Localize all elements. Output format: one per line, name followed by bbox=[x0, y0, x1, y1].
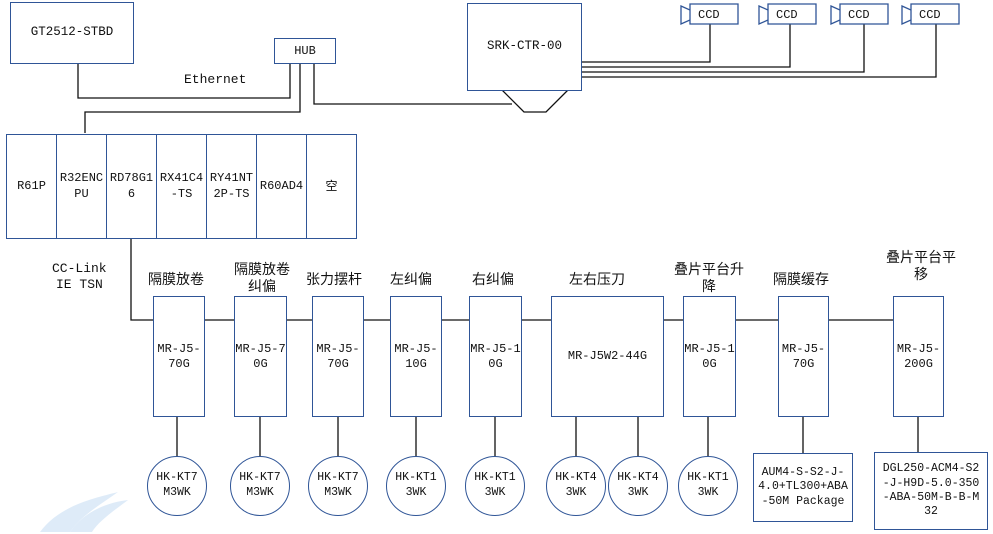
gt-hmi-box: GT2512-STBD bbox=[10, 2, 134, 64]
ccd-label: CCD bbox=[776, 8, 798, 22]
ctr-ccd3-wire bbox=[582, 24, 865, 73]
ctr-ccd2-wire bbox=[582, 24, 791, 68]
plc-module: RD78G16 bbox=[106, 134, 157, 239]
servo-driver-box: MR-J5W2-44G bbox=[551, 296, 664, 417]
gt-hmi-label: GT2512-STBD bbox=[30, 25, 114, 40]
plc-hub-wire bbox=[84, 62, 301, 133]
hub-box: HUB bbox=[274, 38, 336, 64]
controller-box: SRK-CTR-00 bbox=[467, 3, 582, 91]
hub-ctr-wire bbox=[313, 62, 512, 105]
ccd-camera-icon bbox=[680, 3, 739, 26]
servo-driver-box: MR-J5-70G bbox=[234, 296, 287, 417]
servo-motor-circle: HK-KT7M3WK bbox=[230, 456, 290, 516]
servo-driver-box: MR-J5-10G bbox=[390, 296, 442, 417]
servo-driver-box: MR-J5-70G bbox=[312, 296, 364, 417]
ccd-camera-icon bbox=[830, 3, 889, 26]
plc-module: R60AD4 bbox=[256, 134, 307, 239]
servo-driver-box: MR-J5-10G bbox=[683, 296, 736, 417]
servo-motor-circle: HK-KT13WK bbox=[386, 456, 446, 516]
axis-title: 右纠偏 bbox=[472, 272, 514, 288]
servo-motor-circle: HK-KT43WK bbox=[546, 456, 606, 516]
axis-title: 左纠偏 bbox=[390, 272, 432, 288]
servo-driver-box: MR-J5-70G bbox=[153, 296, 205, 417]
axis-title: 叠片平台平移 bbox=[886, 250, 956, 283]
servo-motor-circle: HK-KT13WK bbox=[465, 456, 525, 516]
axis-title: 张力摆杆 bbox=[306, 272, 362, 288]
servo-motor-circle: HK-KT13WK bbox=[678, 456, 738, 516]
cclink-drop-wire bbox=[130, 239, 153, 321]
watermark-logo bbox=[40, 492, 128, 532]
servo-driver-box: MR-J5-10G bbox=[469, 296, 522, 417]
ethernet-label: Ethernet bbox=[184, 72, 247, 87]
servo-driver-box: MR-J5-200G bbox=[893, 296, 944, 417]
ccd-camera-icon bbox=[901, 3, 960, 26]
monitor-stand-shape bbox=[498, 87, 572, 113]
servo-motor-circle: HK-KT7M3WK bbox=[308, 456, 368, 516]
axis-title: 隔膜缓存 bbox=[773, 272, 829, 288]
ccd-label: CCD bbox=[919, 8, 941, 22]
gt-hub-wire bbox=[77, 62, 291, 99]
ccd-camera-icon bbox=[758, 3, 817, 26]
ctr-ccd4-wire bbox=[582, 24, 937, 78]
axis-title: 隔膜放卷 bbox=[148, 272, 204, 288]
ctr-ccd1-wire bbox=[582, 24, 711, 63]
controller-label: SRK-CTR-00 bbox=[486, 39, 562, 54]
linear-module-box: DGL250-ACM4-S2-J-H9D-5.0-350-ABA-50M-B-B… bbox=[874, 452, 988, 530]
linear-actuator-box: AUM4-S-S2-J-4.0+TL300+ABA-50M Package bbox=[753, 453, 853, 522]
ccd-label: CCD bbox=[848, 8, 870, 22]
axis-title: 左右压刀 bbox=[569, 272, 625, 288]
axis-title: 隔膜放卷纠偏 bbox=[234, 262, 290, 295]
network-label: CC-Link IE TSN bbox=[52, 261, 107, 292]
servo-motor-circle: HK-KT7M3WK bbox=[147, 456, 207, 516]
plc-module: RY41NT2P-TS bbox=[206, 134, 257, 239]
ccd-label: CCD bbox=[698, 8, 720, 22]
plc-module: R61P bbox=[6, 134, 57, 239]
plc-module: RX41C4-TS bbox=[156, 134, 207, 239]
hub-label: HUB bbox=[294, 43, 316, 58]
axis-title: 叠片平台升降 bbox=[674, 262, 744, 295]
plc-module: 空 bbox=[306, 134, 357, 239]
servo-motor-circle: HK-KT43WK bbox=[608, 456, 668, 516]
servo-driver-box: MR-J5-70G bbox=[778, 296, 829, 417]
plc-module: R32ENCPU bbox=[56, 134, 107, 239]
